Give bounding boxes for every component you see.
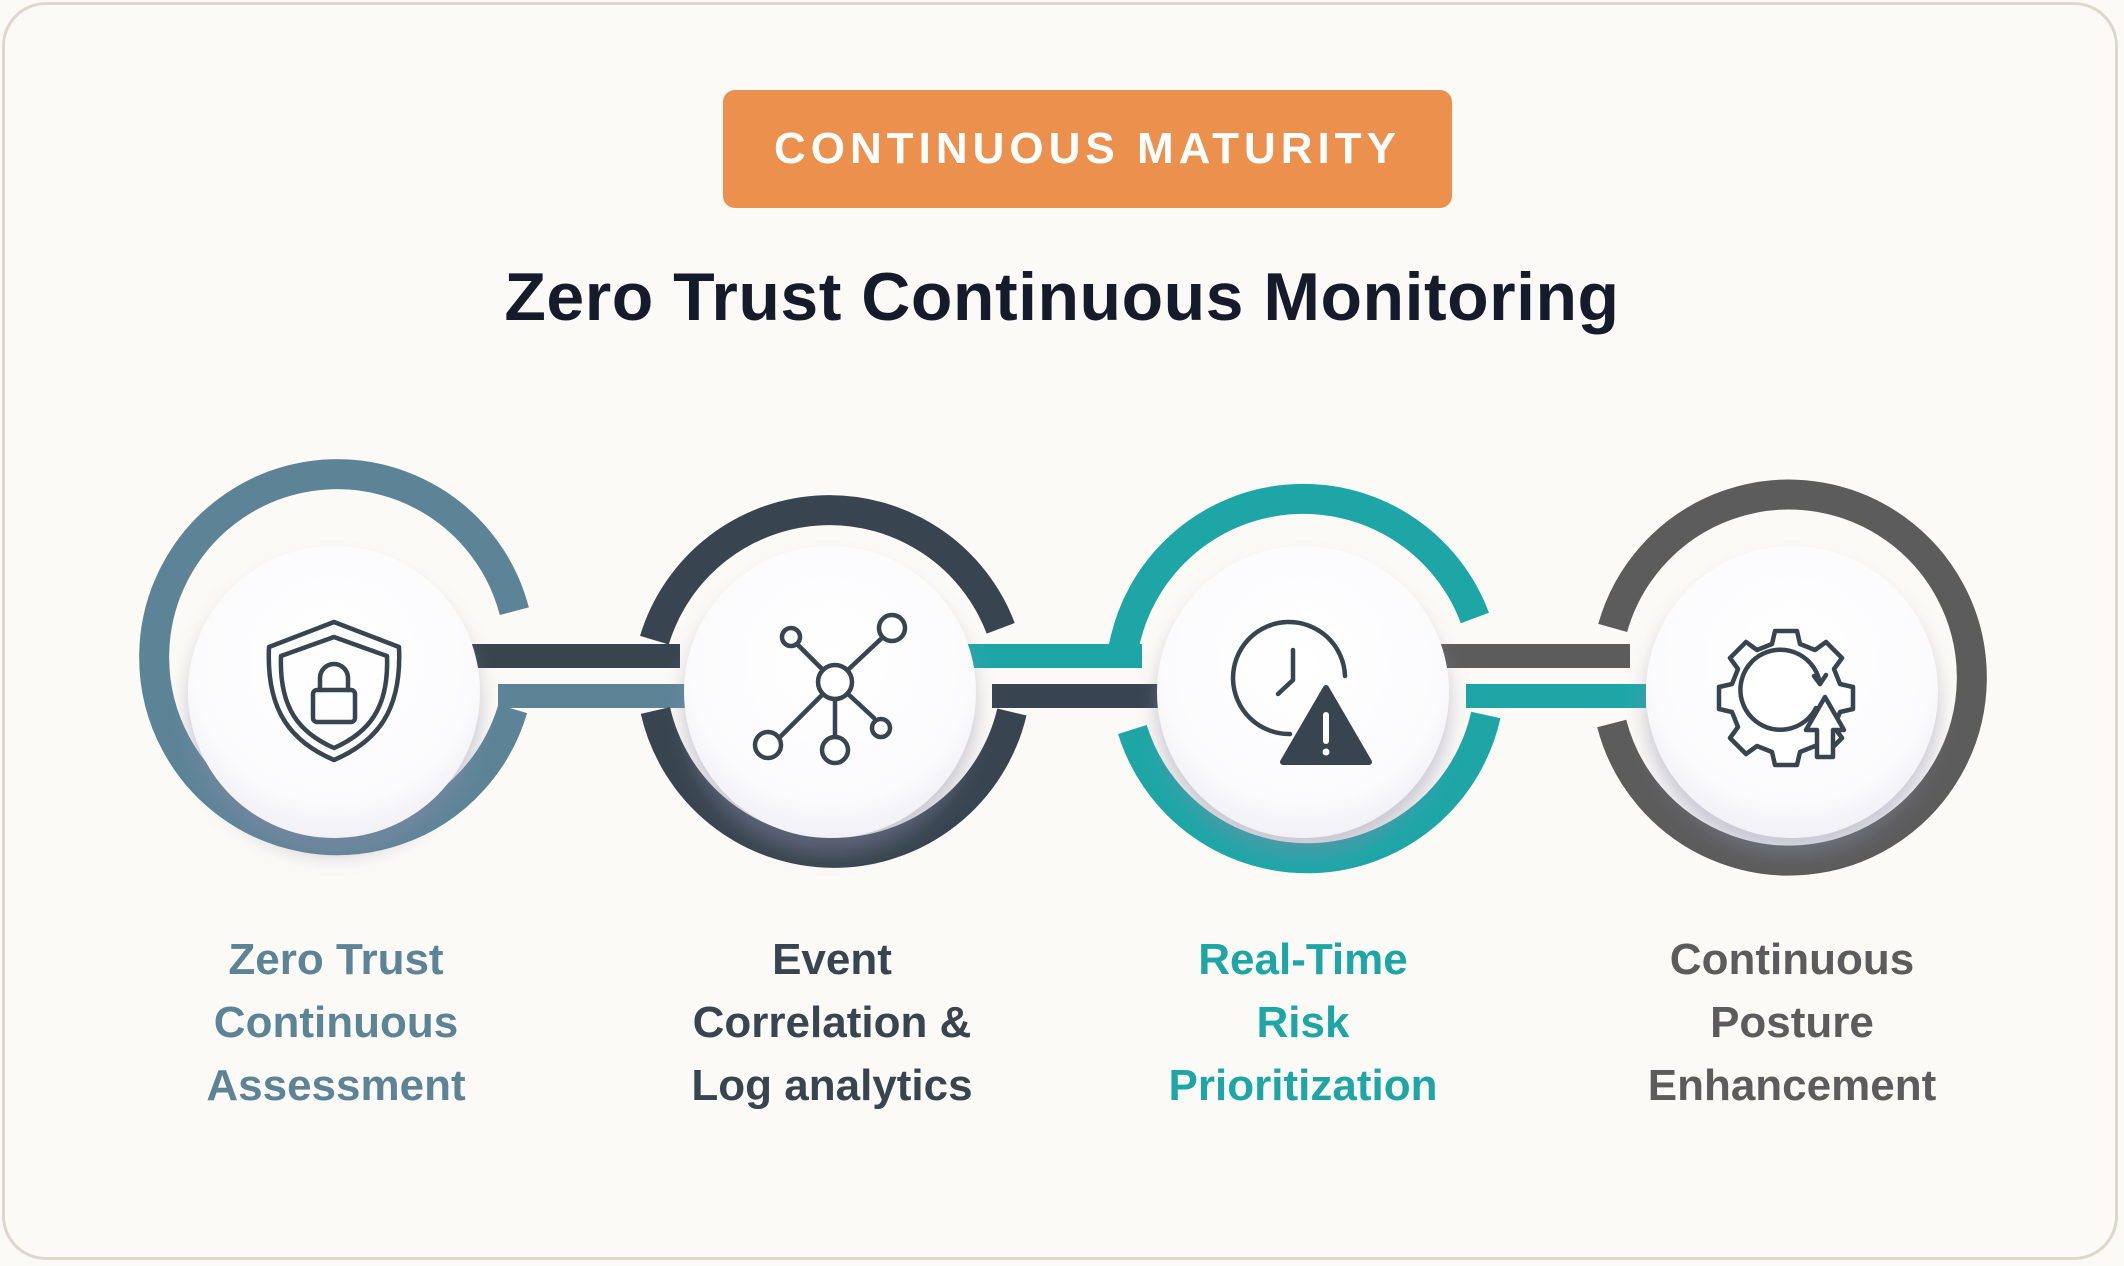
step-label-line: Event [772,935,892,984]
step-label-line: Zero Trust [228,935,444,984]
step-label-3: Real-Time Risk Prioritization [1083,928,1523,1117]
step-label-line: Log analytics [691,1061,973,1110]
step-label-line: Enhancement [1647,1061,1937,1110]
page-title: Zero Trust Continuous Monitoring [504,259,1620,335]
shield-lock-icon [266,619,402,763]
step-label-line: Prioritization [1168,1061,1438,1110]
clock-warning-icon [1230,619,1372,765]
step-ring-4 [1597,479,1987,876]
step-label-line: Continuous [1669,935,1915,984]
connector-2-3-top [966,644,1142,668]
gear-refresh-arrow-icon [1716,628,1856,768]
step-label-4: Continuous Posture Enhancement [1572,928,2012,1117]
step-ring-1 [139,459,529,856]
step-label-line: Real-Time [1198,935,1408,984]
step-label-line: Risk [1256,998,1350,1047]
step-label-line: Correlation & [692,998,972,1047]
section-badge: CONTINUOUS MATURITY [723,90,1452,208]
connector-1-2-bottom [498,684,698,708]
connector-3-4-bottom [1466,684,1646,708]
network-nodes-icon [752,612,908,766]
step-disc-3 [1157,546,1449,838]
step-label-2: Event Correlation & Log analytics [612,928,1052,1117]
step-label-line: Continuous [213,998,459,1047]
section-badge-label: CONTINUOUS MATURITY [773,124,1402,173]
connector-3-4-top [1440,644,1630,668]
step-ring-3 [1108,483,1501,874]
connector-2-3-bottom [992,684,1160,708]
step-label-1: Zero Trust Continuous Assessment [116,928,556,1117]
connectors [470,644,1646,708]
step-label-line: Assessment [206,1061,466,1110]
step-ring-2 [640,495,1027,868]
connector-1-2-top [470,644,680,668]
step-label-line: Posture [1710,998,1874,1047]
